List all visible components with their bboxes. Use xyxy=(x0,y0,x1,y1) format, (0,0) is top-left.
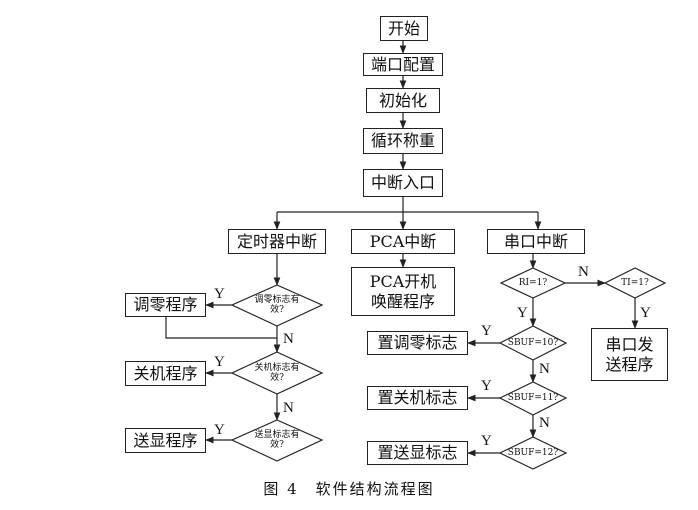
yes-label-send: Y xyxy=(214,422,225,438)
node-int-entry: 中断入口 xyxy=(363,169,443,197)
label-send-valid: 送显标志有效? xyxy=(254,429,300,450)
node-timer-int: 定时器中断 xyxy=(228,229,326,254)
node-pca-wake: PCA开机唤醒程序 xyxy=(351,267,455,316)
node-init: 初始化 xyxy=(366,88,440,113)
node-zero-prog: 调零程序 xyxy=(125,293,206,317)
yes-label-power: Y xyxy=(214,354,225,370)
node-send-prog: 送显程序 xyxy=(125,428,206,453)
yes-label-ri: Y xyxy=(517,305,528,321)
node-set-power-flag: 置关机标志 xyxy=(367,386,468,410)
node-set-zero-flag: 置调零标志 xyxy=(367,331,468,355)
yes-label-sbuf10: Y xyxy=(481,323,492,339)
yes-label-ti: Y xyxy=(640,305,651,321)
no-label-power: N xyxy=(283,400,294,416)
line-zero-merge xyxy=(165,317,277,339)
node-pca-int: PCA中断 xyxy=(351,229,455,254)
node-serial-send: 串口发送程序 xyxy=(591,328,668,381)
decision-send-valid xyxy=(230,419,324,462)
node-loop-weigh: 循环称重 xyxy=(363,128,443,154)
no-label-sbuf11: N xyxy=(539,415,550,431)
decision-sbuf10 xyxy=(498,325,568,361)
decision-ti xyxy=(603,267,667,299)
yes-label-sbuf12: Y xyxy=(481,433,492,449)
label-ti: TI=1? xyxy=(621,277,649,288)
label-sbuf12: SBUF=12? xyxy=(507,447,559,458)
node-port-config: 端口配置 xyxy=(363,53,443,76)
label-sbuf11: SBUF=11? xyxy=(507,392,559,403)
decision-ri xyxy=(499,267,567,299)
no-label-ri: N xyxy=(578,264,589,280)
node-serial-int: 串口中断 xyxy=(487,229,585,254)
yes-label-sbuf11: Y xyxy=(481,378,492,394)
node-power-prog: 关机程序 xyxy=(125,361,206,386)
label-power-valid: 关机标志有效? xyxy=(254,362,300,383)
label-zero-valid: 调零标志有效? xyxy=(254,294,300,315)
no-label-sbuf10: N xyxy=(539,361,550,377)
decision-sbuf11 xyxy=(498,381,568,416)
label-sbuf10: SBUF=10? xyxy=(507,337,559,348)
node-set-send-flag: 置送显标志 xyxy=(367,441,468,465)
decision-zero-valid xyxy=(230,284,324,327)
decision-sbuf12 xyxy=(498,436,568,470)
no-label-zero: N xyxy=(283,331,294,347)
figure-caption: 图 4 软件结构流程图 xyxy=(263,480,435,498)
label-ri: RI=1? xyxy=(518,277,548,288)
yes-label-zero: Y xyxy=(214,286,225,302)
decision-power-valid xyxy=(230,351,324,395)
node-start: 开始 xyxy=(380,16,428,41)
